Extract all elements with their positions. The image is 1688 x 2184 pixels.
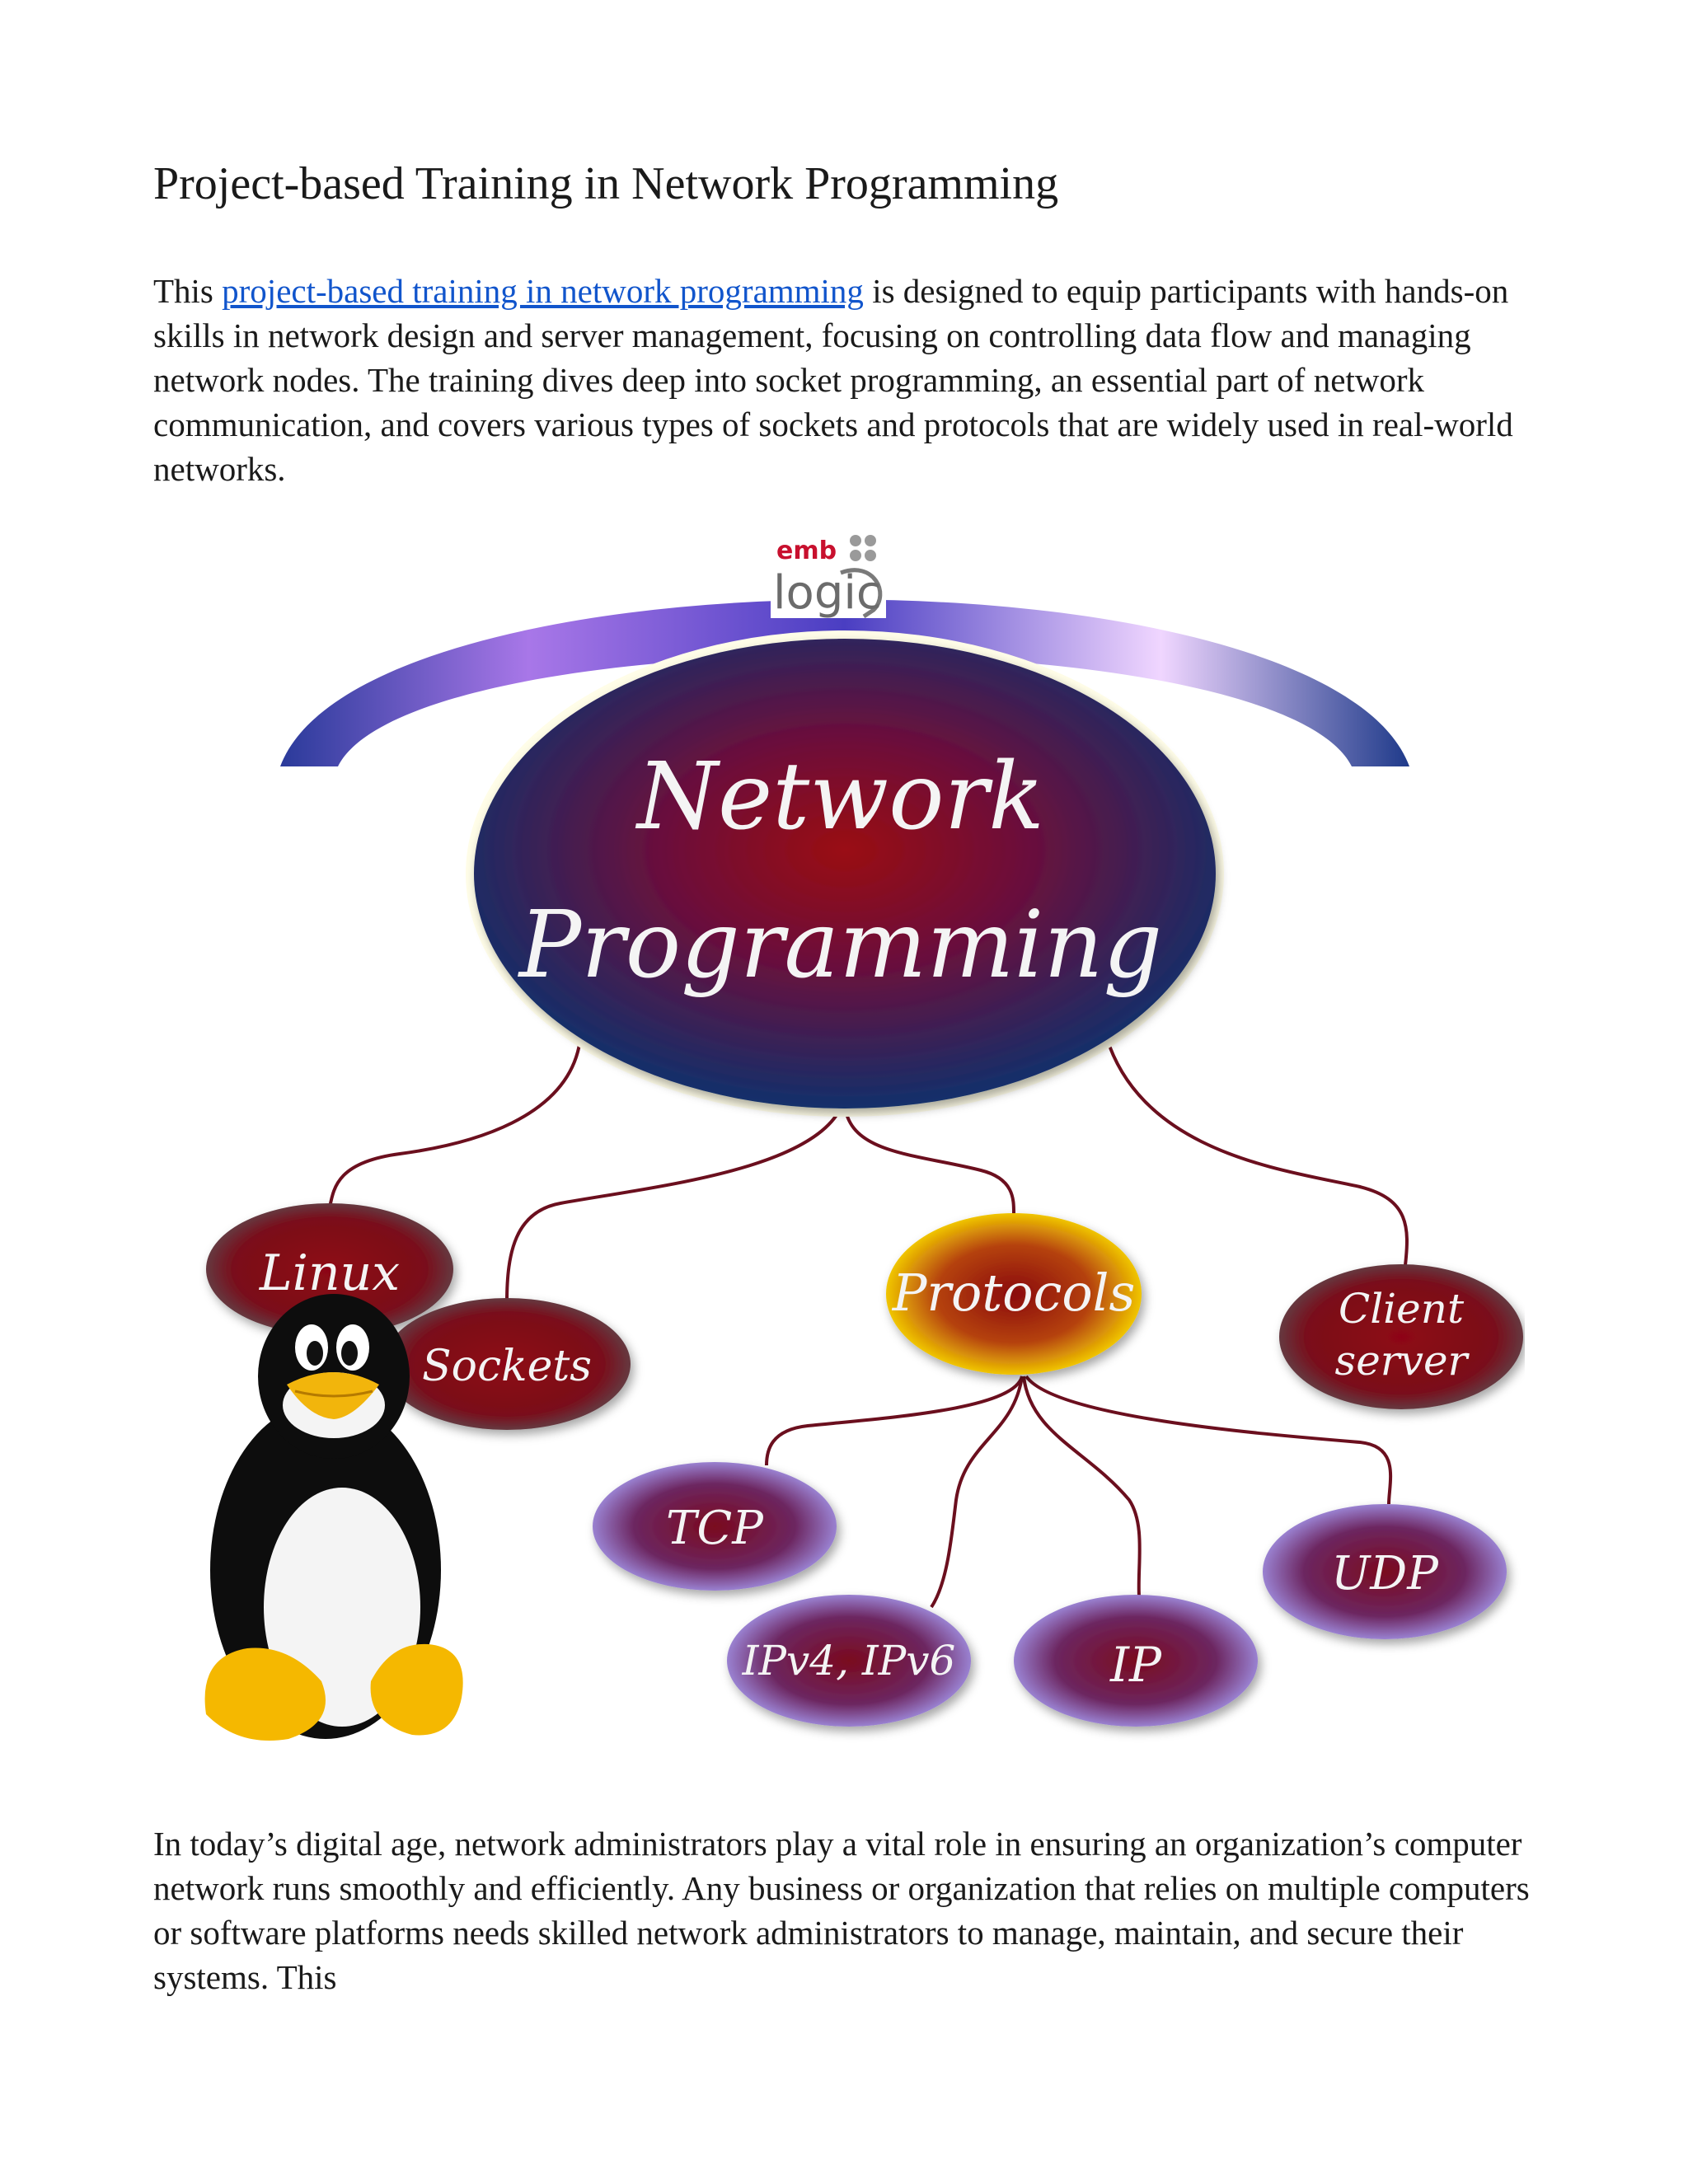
intro-text-start: This <box>153 272 222 310</box>
node-protocols: Protocols <box>886 1213 1142 1375</box>
node-ip-label: IP <box>1109 1637 1162 1693</box>
training-link[interactable]: project-based training in network progra… <box>222 272 864 310</box>
center-title-line2: Programming <box>518 892 1162 999</box>
network-programming-diagram: emb logic Network Programming Linux <box>190 511 1525 1780</box>
node-protocols-label: Protocols <box>892 1263 1136 1323</box>
center-node: Network Programming <box>466 630 1224 1117</box>
connector-client <box>1104 1030 1407 1265</box>
node-client-label-line2: server <box>1335 1337 1470 1385</box>
node-client-server: Client server <box>1279 1264 1523 1409</box>
connector-protocols <box>845 1104 1014 1213</box>
node-tcp-label: TCP <box>666 1502 764 1555</box>
connector-ip <box>1024 1376 1140 1596</box>
page-title: Project-based Training in Network Progra… <box>153 155 1058 213</box>
node-ip: IP <box>1014 1595 1258 1727</box>
node-udp: UDP <box>1263 1504 1507 1639</box>
node-linux-label: Linux <box>259 1244 400 1302</box>
connector-tcp <box>767 1376 1022 1465</box>
logo-text-emb: emb <box>776 537 837 565</box>
intro-paragraph: This project-based training in network p… <box>153 269 1546 491</box>
node-client-label-line1: Client <box>1339 1285 1465 1333</box>
node-ipv4-ipv6: IPv4, IPv6 <box>727 1595 971 1727</box>
logo-text-logic: logic <box>773 566 882 620</box>
closing-paragraph: In today’s digital age, network administ… <box>153 1821 1546 1999</box>
node-ipv-label: IPv4, IPv6 <box>742 1637 956 1685</box>
center-title-line1: Network <box>635 743 1044 851</box>
emblogic-logo: emb logic <box>771 519 886 620</box>
node-sockets: Sockets <box>383 1298 631 1430</box>
connector-linux <box>330 1030 581 1207</box>
node-sockets-label: Sockets <box>422 1342 592 1391</box>
node-tcp: TCP <box>593 1462 837 1591</box>
connector-sockets <box>507 1104 842 1302</box>
node-udp-label: UDP <box>1331 1547 1439 1601</box>
